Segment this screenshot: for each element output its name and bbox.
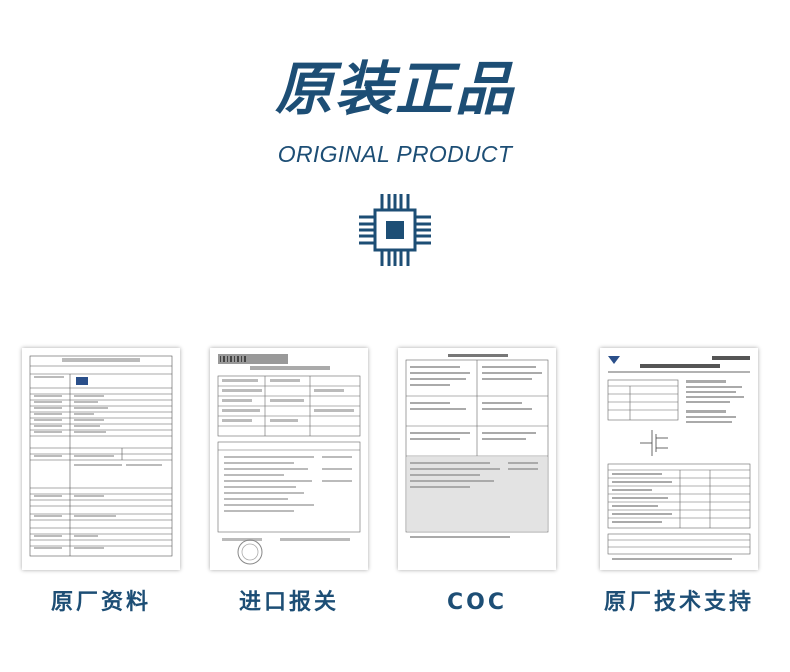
doc-label-coc: COC bbox=[447, 590, 507, 615]
page-subtitle: ORIGINAL PRODUCT bbox=[277, 141, 513, 167]
certificate-of-conformance-document bbox=[398, 348, 556, 570]
doc-label-customs: 进口报关 bbox=[238, 590, 339, 615]
page-title: 原装正品 bbox=[274, 55, 515, 123]
doc-label-tech-support: 原厂技术支持 bbox=[603, 590, 754, 615]
datasheet-document bbox=[600, 348, 758, 570]
spec-sheet-document bbox=[22, 348, 180, 570]
chip-icon bbox=[359, 194, 431, 266]
customs-declaration-document bbox=[210, 348, 368, 570]
doc-label-spec-sheet: 原厂资料 bbox=[50, 590, 151, 615]
